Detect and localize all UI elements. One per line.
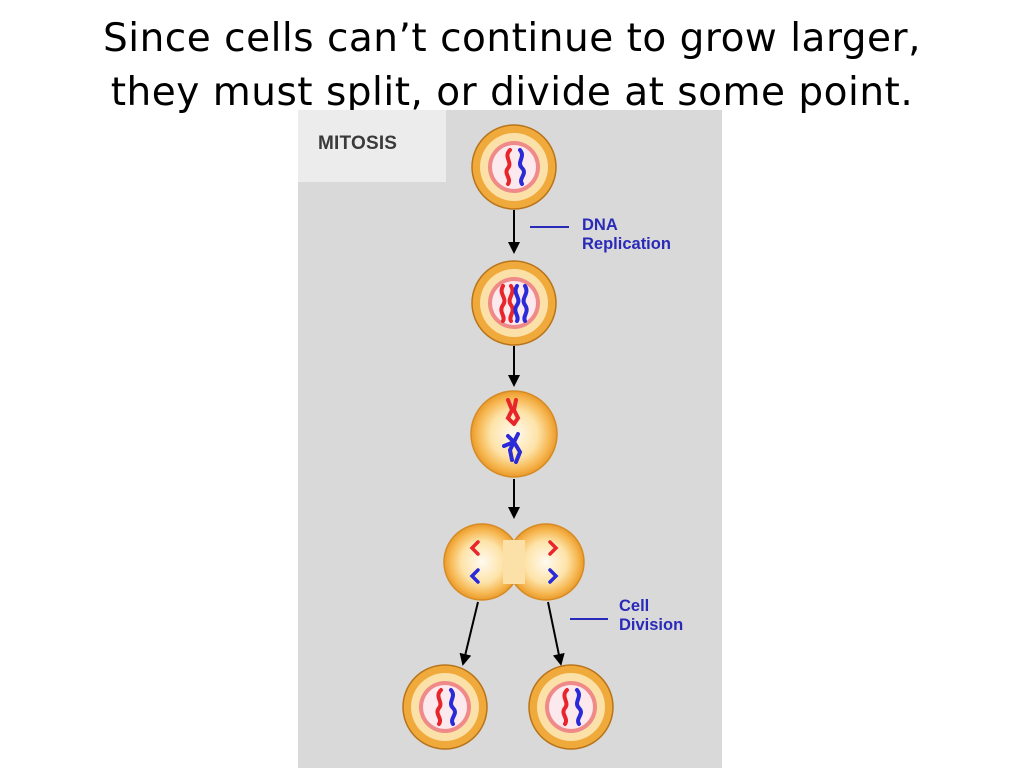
cell-metaphase (470, 390, 558, 478)
cell-division-label: Cell Division (619, 597, 683, 635)
dna-replication-label: DNA Replication (582, 216, 671, 254)
chromosome-red (504, 148, 512, 186)
mitosis-diagram (402, 124, 614, 750)
arrow-left (459, 601, 479, 666)
cell-division-line2: Division (619, 616, 684, 634)
slide-title: Since cells can’t continue to grow large… (0, 12, 1024, 120)
dna-replication-line1: DNA (582, 216, 618, 234)
arrow-right (547, 601, 565, 666)
cell-replicated (471, 260, 557, 346)
figure-header: MITOSIS (298, 110, 446, 182)
cell-dividing (443, 523, 585, 601)
daughter-cell-left (402, 664, 488, 750)
cell-division-line1: Cell (619, 597, 650, 615)
figure-label: MITOSIS (318, 133, 398, 154)
title-line-1: Since cells can’t continue to grow large… (103, 16, 921, 61)
dna-replication-line2: Replication (582, 235, 671, 253)
mitosis-figure: MITOSIS (298, 110, 722, 768)
daughter-cell-right (528, 664, 614, 750)
title-line-2: they must split, or divide at some point… (110, 70, 914, 115)
chromosome-blue (518, 148, 526, 186)
cell-interphase (471, 124, 557, 210)
